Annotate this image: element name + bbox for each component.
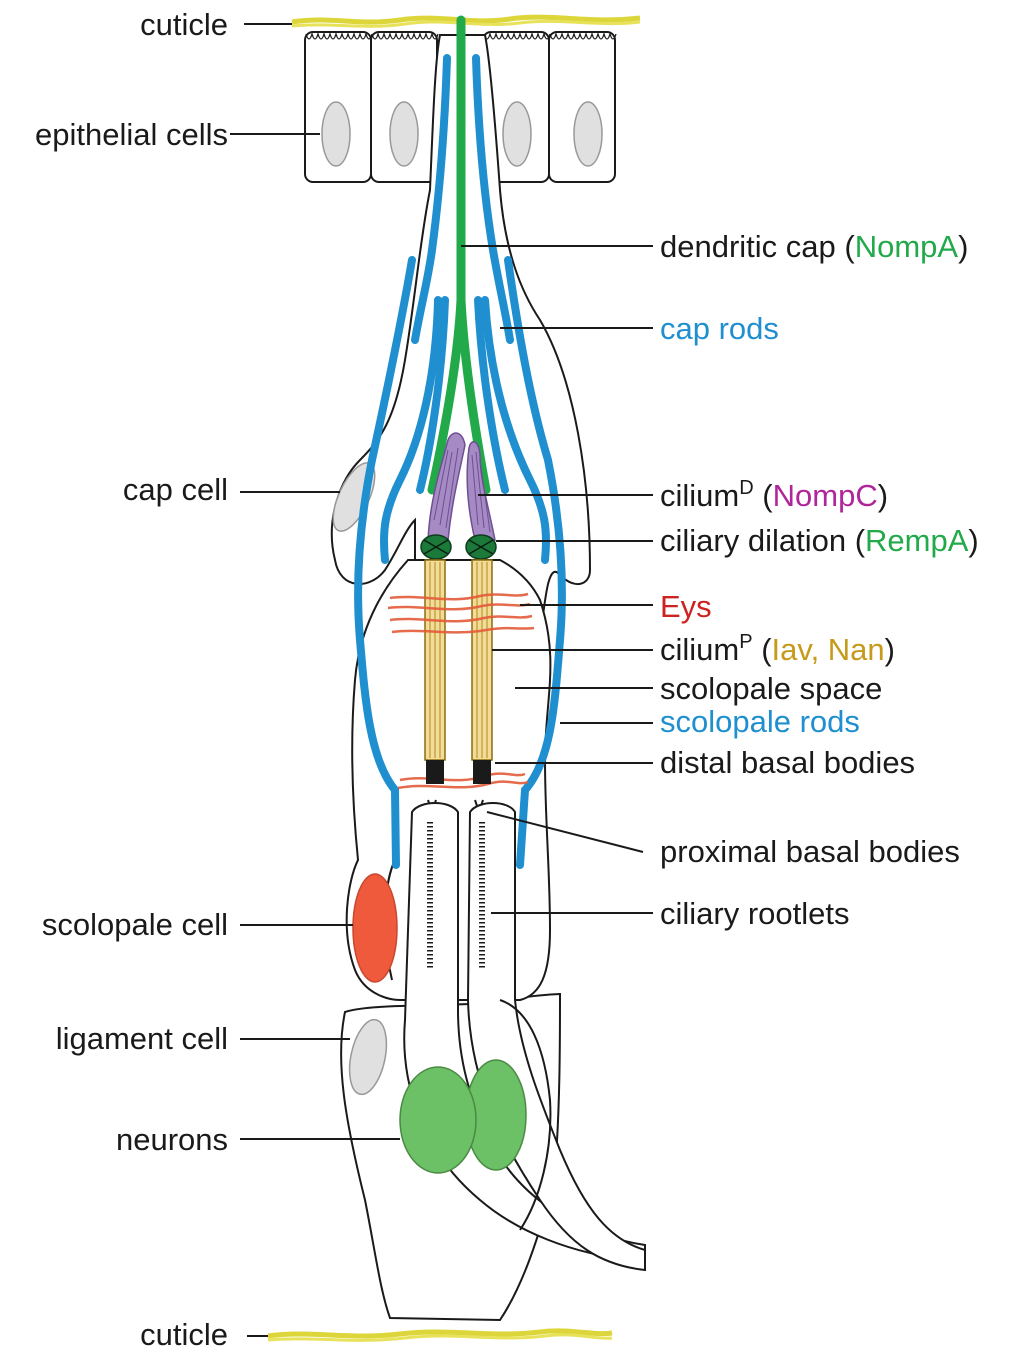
label-dendritic-cap: dendritic cap (NompA) <box>660 229 968 264</box>
label-eys: Eys <box>660 589 712 624</box>
label-neurons: neurons <box>116 1122 228 1157</box>
epithelial-nucleus <box>574 102 602 166</box>
epithelial-nucleus <box>503 102 531 166</box>
label-cuticle-top: cuticle <box>140 7 228 42</box>
cuticle-bottom <box>268 1331 612 1340</box>
label-ciliary-rootlets: ciliary rootlets <box>660 896 850 931</box>
label-epithelial-cells: epithelial cells <box>35 117 228 152</box>
label-scolopale-cell: scolopale cell <box>42 907 228 942</box>
label-cap-cell: cap cell <box>123 472 228 507</box>
label-cap-rods: cap rods <box>660 311 779 346</box>
label-scolopale-space: scolopale space <box>660 671 882 706</box>
label-ciliary-dilation: ciliary dilation (RempA) <box>660 523 979 558</box>
label-cilium-p: ciliumP (Iav, Nan) <box>660 631 895 667</box>
label-scolopale-rods: scolopale rods <box>660 704 860 739</box>
label-ligament-cell: ligament cell <box>56 1021 228 1056</box>
scolopale-cell-nucleus <box>353 874 397 982</box>
neuron-nucleus <box>400 1067 476 1173</box>
label-distal-basal-bodies: distal basal bodies <box>660 745 915 780</box>
label-proximal-basal-bodies: proximal basal bodies <box>660 834 960 869</box>
cuticle-top <box>292 17 640 26</box>
epithelial-nucleus <box>390 102 418 166</box>
label-cuticle-bottom: cuticle <box>140 1317 228 1351</box>
label-cilium-d: ciliumD (NompC) <box>660 477 888 513</box>
epithelial-nucleus <box>322 102 350 166</box>
